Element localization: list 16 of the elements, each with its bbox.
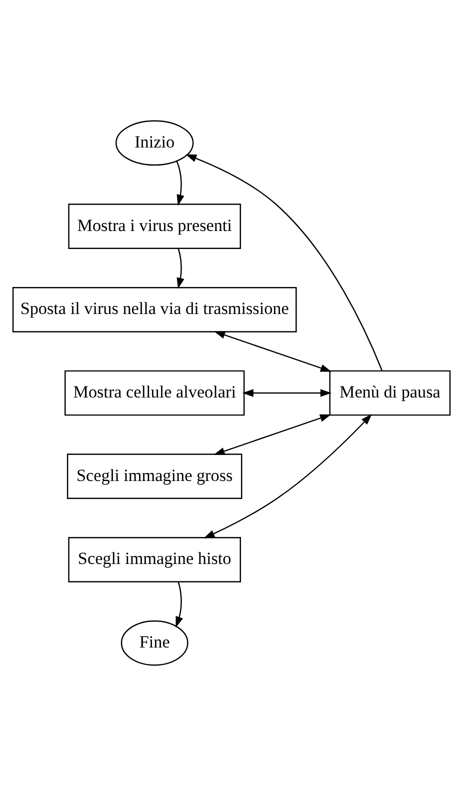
node-box: Scegli immagine gross (66, 453, 242, 499)
node-box: Menù di pausa (329, 370, 451, 416)
node-ellipse: Inizio (116, 120, 194, 166)
node-box: Mostra cellule alveolari (64, 370, 245, 416)
node-ellipse: Fine (120, 620, 188, 666)
arrow (214, 414, 332, 454)
node-box: Mostra i virus presenti (68, 203, 241, 248)
arrow (242, 388, 332, 396)
arrow (176, 160, 184, 206)
arrow (176, 248, 184, 288)
arrow (186, 154, 382, 370)
node-box: Sposta il virus nella via di trasmissione (12, 286, 297, 332)
node-box: Scegli immagine histo (68, 536, 241, 582)
arrow (176, 582, 184, 628)
arrow (214, 330, 332, 372)
arrow (204, 414, 372, 538)
